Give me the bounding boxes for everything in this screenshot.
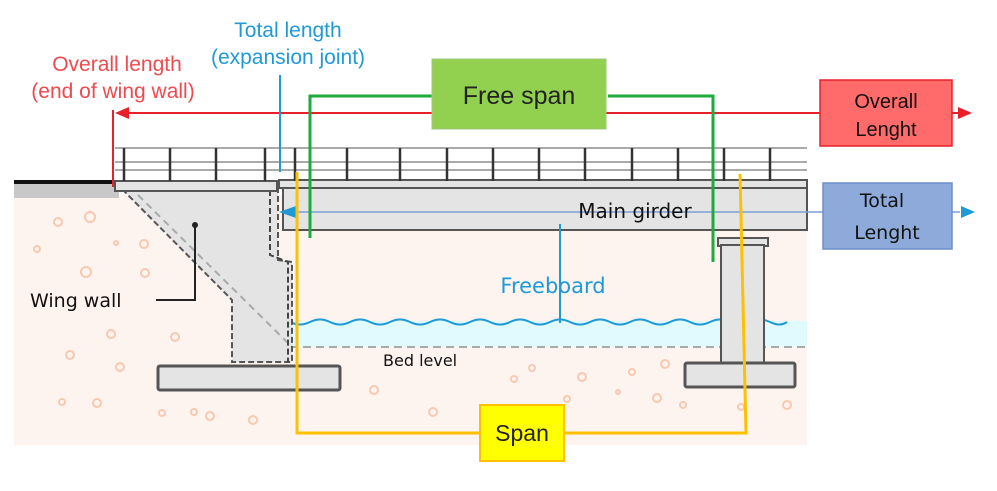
total-length-box bbox=[822, 182, 953, 250]
pebble bbox=[652, 393, 662, 403]
span-label: Span bbox=[495, 420, 549, 446]
overall-box-label-line1: Overall bbox=[854, 91, 917, 113]
pebble bbox=[528, 364, 536, 372]
total-length-label-line1: Total length bbox=[234, 19, 341, 42]
deck-slab bbox=[278, 179, 808, 189]
pebble bbox=[158, 409, 166, 417]
water-surface bbox=[269, 318, 788, 326]
total-box-label-line2: Lenght bbox=[854, 222, 920, 244]
pebble bbox=[33, 245, 41, 253]
pebble bbox=[80, 266, 92, 278]
pebble bbox=[113, 240, 119, 246]
pebble bbox=[782, 400, 792, 410]
pebble bbox=[679, 401, 687, 409]
overall-length-label-line2: (end of wing wall) bbox=[31, 80, 194, 103]
overall-length-box bbox=[819, 79, 953, 147]
main-girder-body bbox=[282, 187, 808, 231]
soil-pebbles bbox=[33, 211, 792, 425]
pebble bbox=[205, 411, 215, 421]
pebble bbox=[84, 211, 96, 223]
railing-posts bbox=[122, 148, 772, 181]
pebble bbox=[170, 332, 180, 342]
wing-wall-leader bbox=[156, 225, 196, 301]
total-length-left-arrowhead bbox=[279, 206, 296, 218]
pebble bbox=[369, 385, 379, 395]
pebble bbox=[139, 239, 149, 249]
soil-ground bbox=[14, 195, 807, 445]
freeboard-label: Freeboard bbox=[500, 274, 605, 298]
wing-wall-label: Wing wall bbox=[30, 290, 122, 312]
road-surface bbox=[14, 180, 114, 184]
span-bracket-left bbox=[295, 172, 480, 435]
overall-length-label-line1: Overall length bbox=[52, 53, 182, 76]
pebble bbox=[428, 407, 438, 417]
free-span-box bbox=[431, 58, 607, 130]
pebble bbox=[140, 268, 150, 278]
pebble bbox=[577, 372, 587, 382]
total-length-right-arrowhead bbox=[961, 206, 975, 218]
free-span-bracket-left bbox=[308, 94, 432, 238]
total-length-label-line2: (expansion joint) bbox=[211, 46, 365, 69]
overall-length-left-arrowhead bbox=[115, 107, 129, 119]
total-box-label-line1: Total bbox=[859, 190, 904, 212]
span-bracket-right bbox=[564, 173, 748, 435]
right-footing bbox=[683, 361, 797, 389]
road-base bbox=[14, 184, 119, 198]
main-girder-label: Main girder bbox=[578, 199, 692, 223]
wing-wall-leader-dot bbox=[192, 222, 198, 228]
free-span-bracket-right bbox=[608, 94, 715, 262]
overall-length-right-arrowhead bbox=[958, 107, 972, 119]
railing bbox=[115, 147, 807, 171]
span-box bbox=[479, 404, 565, 462]
pebble bbox=[92, 398, 102, 408]
left-footing bbox=[156, 364, 342, 392]
pebble bbox=[115, 362, 125, 372]
abutment-back bbox=[269, 190, 289, 362]
abutment-cap bbox=[114, 180, 278, 192]
overall-box-label-line2: Lenght bbox=[855, 119, 917, 141]
pebble bbox=[58, 398, 66, 406]
pebble bbox=[660, 359, 670, 369]
pebble bbox=[248, 415, 258, 425]
wing-wall bbox=[115, 184, 293, 363]
bed-level-label: Bed level bbox=[383, 351, 457, 370]
free-span-label: Free span bbox=[463, 82, 576, 110]
pebble bbox=[563, 395, 571, 403]
pebble bbox=[53, 217, 63, 227]
pebble bbox=[628, 368, 636, 376]
pebble bbox=[106, 329, 116, 339]
pebble bbox=[615, 389, 621, 395]
pebble bbox=[65, 350, 75, 360]
pebble bbox=[190, 408, 198, 416]
pebble bbox=[510, 375, 518, 383]
